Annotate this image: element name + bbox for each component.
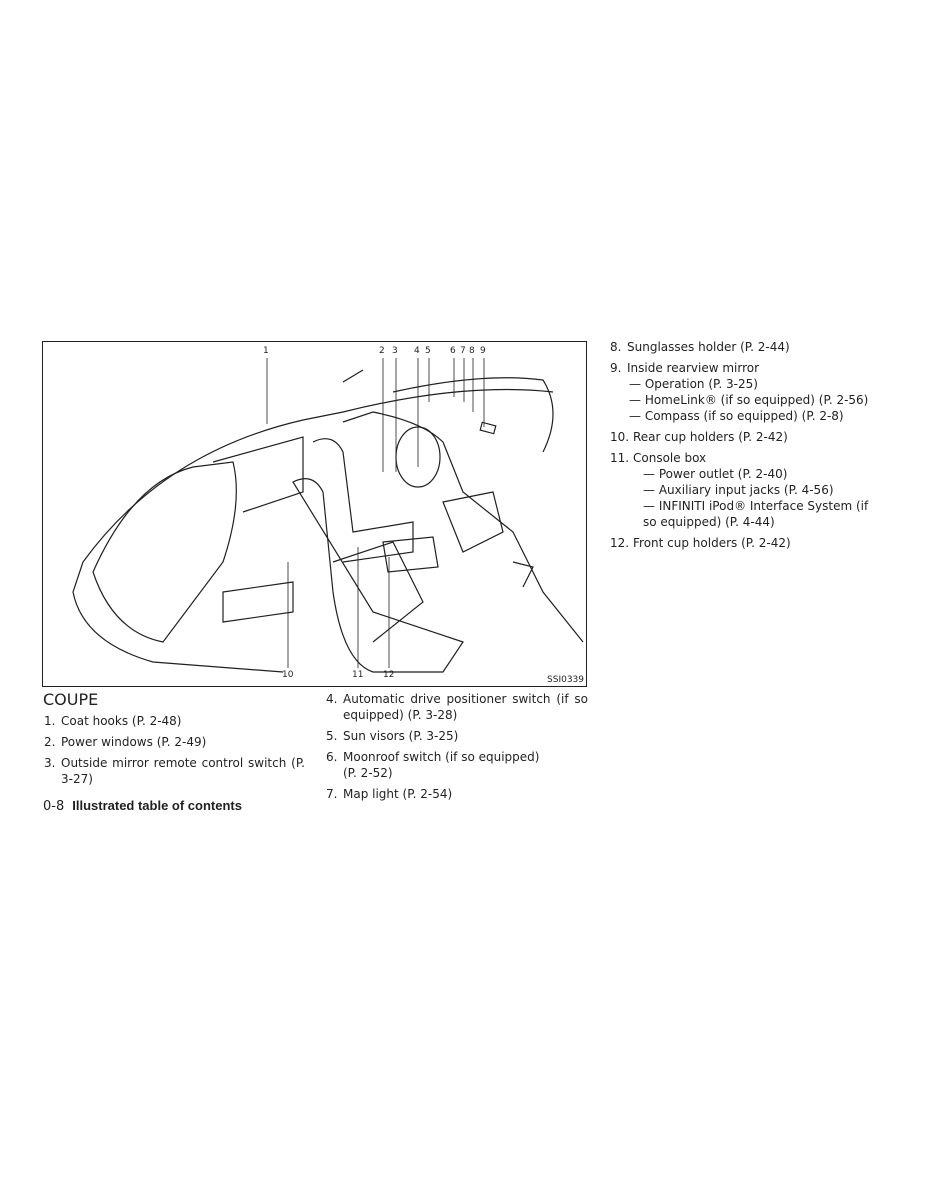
list-item: 7. Map light (P. 2-54) (326, 786, 588, 802)
callout-4: 4 (414, 346, 420, 356)
callout-lines (266, 358, 485, 668)
item-text: Inside rearview mirror (627, 361, 760, 375)
callout-5: 5 (425, 346, 431, 356)
list-item: 10.Rear cup holders (P. 2-42) (610, 429, 875, 445)
item-text: Front cup holders (P. 2-42) (633, 536, 791, 550)
item-text: Console box (633, 451, 707, 465)
callout-6: 6 (450, 346, 456, 356)
item-text: Map light (P. 2-54) (343, 787, 453, 801)
interior-illustration: 1 2 3 4 5 6 7 8 9 10 11 12 SSI0339 (42, 341, 587, 687)
figure-id: SSI0339 (547, 675, 584, 685)
sub-item: — Power outlet (P. 2-40) (643, 467, 788, 481)
sub-item: — INFINITI iPod® Interface System (if so… (643, 499, 869, 529)
page-number: 0-8 (43, 799, 65, 814)
list-item: 12.Front cup holders (P. 2-42) (610, 535, 875, 551)
item-number: 4. (326, 692, 338, 706)
item-number: 10. (610, 430, 630, 444)
sub-item: — HomeLink® (if so equipped) (P. 2-56) (629, 393, 869, 407)
item-number: 11. (610, 451, 630, 465)
item-text: Power windows (P. 2-49) (61, 735, 207, 749)
page-footer: 0-8 Illustrated table of contents (43, 798, 242, 814)
list-item: 5. Sun visors (P. 3-25) (326, 728, 588, 744)
sub-item: — Operation (P. 3-25) (629, 377, 758, 391)
list-column-2: 4. Automatic drive positioner switch (if … (326, 691, 588, 807)
list-item: 11.Console box — Power outlet (P. 2-40) — … (610, 450, 875, 530)
item-text: Automatic drive positioner switch (if so… (343, 692, 588, 722)
callout-11: 11 (352, 670, 364, 680)
callout-10: 10 (282, 670, 294, 680)
callout-3: 3 (392, 346, 398, 356)
list-item: 1. Coat hooks (P. 2-48) (44, 713, 305, 729)
item-number: 1. (44, 714, 56, 728)
item-number: 12. (610, 536, 630, 550)
section-title: COUPE (43, 690, 99, 709)
callout-8: 8 (469, 346, 475, 356)
list-column-3: 8. Sunglasses holder (P. 2-44) 9. Inside r… (610, 339, 875, 556)
item-number: 5. (326, 729, 338, 743)
item-number: 2. (44, 735, 56, 749)
list-item: 4. Automatic drive positioner switch (if … (326, 691, 588, 723)
item-text: (P. 2-52) (343, 766, 393, 780)
item-number: 9. (610, 361, 622, 375)
list-item: 3. Outside mirror remote control switch (… (44, 755, 305, 787)
item-text: Outside mirror remote control switch (P.… (61, 756, 305, 786)
item-text: Moonroof switch (if so equipped) (343, 750, 540, 764)
item-number: 7. (326, 787, 338, 801)
item-text: Sun visors (P. 3-25) (343, 729, 459, 743)
sub-item: — Compass (if so equipped) (P. 2-8) (629, 409, 844, 423)
footer-title: Illustrated table of contents (72, 798, 242, 813)
callout-7: 7 (460, 346, 466, 356)
sub-item: — Auxiliary input jacks (P. 4-56) (643, 483, 834, 497)
item-text: Coat hooks (P. 2-48) (61, 714, 182, 728)
item-text: Sunglasses holder (P. 2-44) (627, 340, 790, 354)
item-number: 8. (610, 340, 622, 354)
item-text: Rear cup holders (P. 2-42) (633, 430, 788, 444)
list-column-1: 1. Coat hooks (P. 2-48) 2. Power windows (… (44, 713, 305, 792)
list-item: 8. Sunglasses holder (P. 2-44) (610, 339, 875, 355)
callout-2: 2 (379, 346, 385, 356)
callout-12: 12 (383, 670, 395, 680)
list-item: 6. Moonroof switch (if so equipped) (P. 2-… (326, 749, 588, 781)
item-number: 3. (44, 756, 56, 770)
callout-9: 9 (480, 346, 486, 356)
callout-1: 1 (263, 346, 269, 356)
list-item: 9. Inside rearview mirror — Operation (P. … (610, 360, 875, 424)
list-item: 2. Power windows (P. 2-49) (44, 734, 305, 750)
item-number: 6. (326, 750, 338, 764)
